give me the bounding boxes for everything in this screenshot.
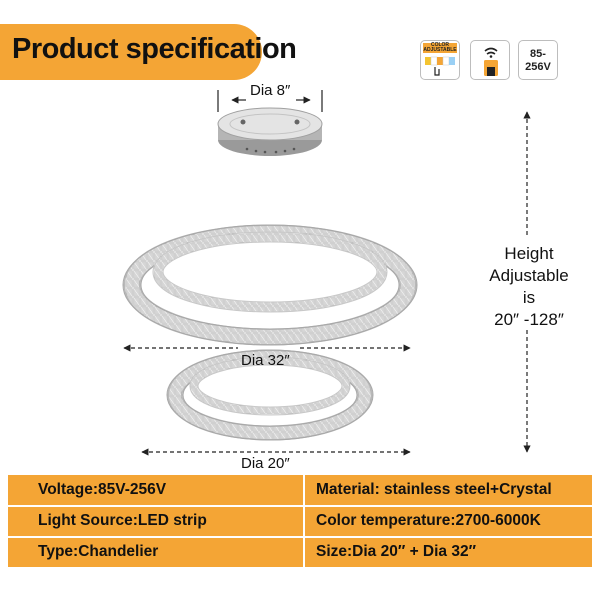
spec-light-source: Light Source:LED strip bbox=[38, 512, 207, 529]
small-ring-diameter-label: Dia 20″ bbox=[241, 455, 290, 472]
remote-control-badge bbox=[470, 40, 510, 80]
title-banner bbox=[0, 24, 262, 80]
small-crystal-ring bbox=[166, 349, 374, 441]
remote-control-icon bbox=[484, 47, 498, 76]
large-ring-diameter-label: Dia 32″ bbox=[241, 352, 290, 369]
spec-size: Size:Dia 20″ + Dia 32″ bbox=[316, 543, 477, 560]
color-adjustable-badge: COLOR ADJUSTABLE bbox=[420, 40, 460, 80]
large-crystal-ring bbox=[122, 224, 418, 346]
spec-color-temperature: Color temperature:2700-6000K bbox=[316, 512, 541, 529]
height-line-1: Height bbox=[504, 244, 554, 263]
spec-row-divider bbox=[8, 536, 592, 538]
voltage-badge: 85-256V bbox=[518, 40, 558, 80]
color-adjustable-label: COLOR ADJUSTABLE bbox=[423, 42, 457, 53]
page-title: Product specification bbox=[12, 33, 297, 65]
spec-row-divider bbox=[8, 505, 592, 507]
color-strip-icon bbox=[425, 56, 455, 76]
spec-table: Voltage:85V-256V Material: stainless ste… bbox=[8, 475, 592, 567]
canopy-diameter-label: Dia 8″ bbox=[250, 82, 291, 99]
spec-column-divider bbox=[303, 475, 305, 567]
height-line-4: 20″ -128″ bbox=[494, 310, 564, 329]
height-line-2: Adjustable bbox=[489, 266, 569, 285]
spec-voltage: Voltage:85V-256V bbox=[38, 481, 167, 498]
height-line-3: is bbox=[522, 288, 536, 307]
spec-material: Material: stainless steel+Crystal bbox=[316, 481, 552, 498]
canopy bbox=[217, 107, 323, 156]
spec-type: Type:Chandelier bbox=[38, 543, 159, 560]
voltage-badge-text: 85-256V bbox=[525, 48, 551, 73]
height-adjustable-label: Height Adjustable is 20″ -128″ bbox=[480, 243, 578, 331]
